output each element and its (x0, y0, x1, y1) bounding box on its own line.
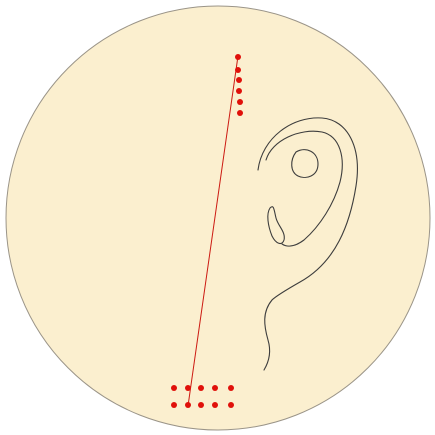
acupoint-dot (212, 385, 218, 391)
acupoint-dot (228, 385, 234, 391)
acupoint-dot (228, 402, 234, 408)
acupoint-dot (237, 99, 243, 105)
acupoint-dot (236, 88, 242, 94)
acupoint-dot (212, 402, 218, 408)
acupoint-dot (198, 402, 204, 408)
acupoint-dot (235, 67, 241, 73)
acupoint-dot (171, 385, 177, 391)
acupoint-dot (185, 402, 191, 408)
circular-background (6, 6, 430, 430)
acupoint-dot (185, 385, 191, 391)
acupoint-dot (236, 77, 242, 83)
acupoint-dot (198, 385, 204, 391)
acupoint-dot (237, 110, 243, 116)
acupoint-dot (171, 402, 177, 408)
acupoint-dot (235, 54, 241, 60)
